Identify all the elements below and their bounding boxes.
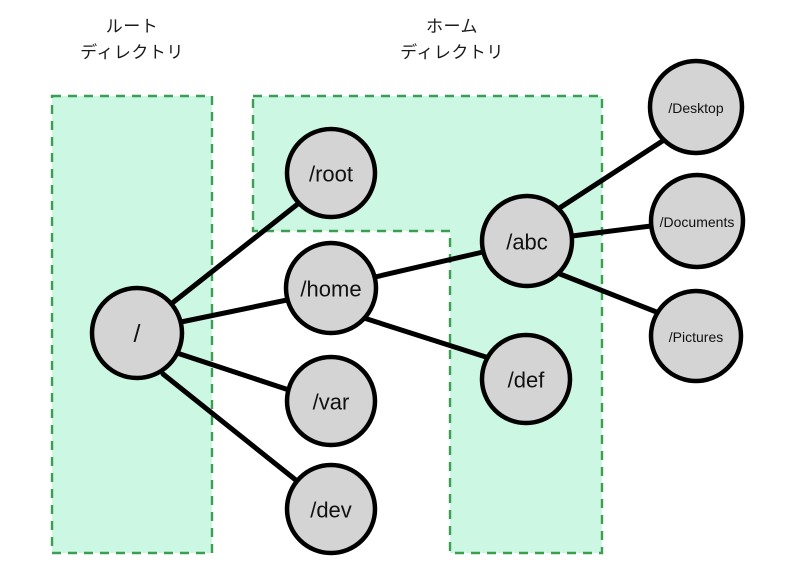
node-label-dev: /dev xyxy=(310,498,352,523)
edge-home-to-abc xyxy=(372,249,486,280)
node-circle-dev[interactable] xyxy=(284,462,378,556)
node-dev[interactable]: /dev xyxy=(284,462,378,556)
region-label-root-directory: ルート ディレクトリ xyxy=(80,17,184,62)
node-circle-abc[interactable] xyxy=(479,193,575,289)
node-label-root-dir: /root xyxy=(309,162,353,187)
edge-abc-to-documents xyxy=(569,223,654,239)
node-home[interactable]: /home xyxy=(283,240,379,336)
edge-abc-to-desktop xyxy=(555,137,667,212)
node-circle-root-dir[interactable] xyxy=(284,126,378,220)
node-circle-home[interactable] xyxy=(283,240,379,336)
edge-root-to-home xyxy=(178,297,290,325)
node-root[interactable]: / xyxy=(89,285,185,381)
node-circle-root[interactable] xyxy=(89,285,185,381)
node-def[interactable]: /def xyxy=(479,332,573,426)
nodes-layer: / /root/home/var/dev/abc/def/Desktop/Docu… xyxy=(89,58,746,556)
node-circle-pictures[interactable] xyxy=(648,288,744,384)
node-desktop[interactable]: /Desktop xyxy=(647,58,745,156)
region-label-home-directory: ホーム ディレクトリ xyxy=(400,17,504,62)
edges-layer xyxy=(160,137,667,484)
node-label-home: /home xyxy=(300,277,361,302)
node-var[interactable]: /var xyxy=(284,354,378,448)
node-label-documents: /Documents xyxy=(660,214,735,230)
edge-root-to-dev xyxy=(160,371,300,484)
edge-root-to-root-dir xyxy=(168,200,302,307)
edge-abc-to-pictures xyxy=(557,271,662,316)
node-label-desktop: /Desktop xyxy=(668,100,723,116)
node-circle-desktop[interactable] xyxy=(647,58,745,156)
node-circle-var[interactable] xyxy=(284,354,378,448)
node-label-abc: /abc xyxy=(506,230,548,255)
edge-root-to-var xyxy=(174,350,292,393)
node-root-dir[interactable]: /root xyxy=(284,126,378,220)
node-circle-def[interactable] xyxy=(479,332,573,426)
node-label-pictures: /Pictures xyxy=(669,329,723,345)
node-abc[interactable]: /abc xyxy=(479,193,575,289)
node-label-var: /var xyxy=(313,390,350,415)
node-circle-documents[interactable] xyxy=(648,172,746,270)
node-label-def: /def xyxy=(508,368,546,393)
node-documents[interactable]: /Documents xyxy=(648,172,746,270)
node-label-root: / xyxy=(134,320,141,348)
node-pictures[interactable]: /Pictures xyxy=(648,288,744,384)
edge-home-to-def xyxy=(361,315,492,361)
